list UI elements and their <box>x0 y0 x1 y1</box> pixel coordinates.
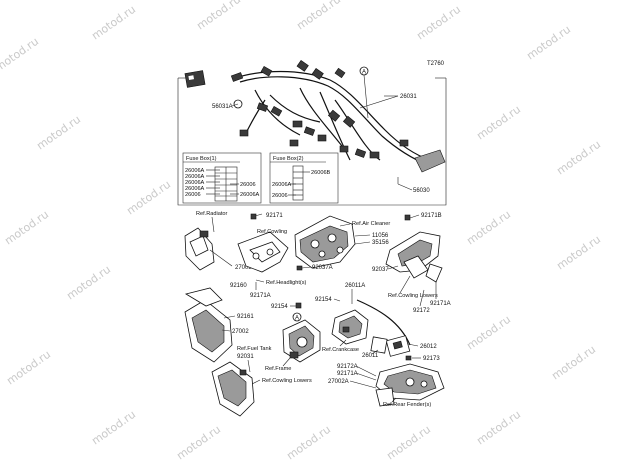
ecu-module <box>414 149 446 173</box>
ref-rear-fenders: Ref.Rear Fender(s) <box>383 402 431 408</box>
watermark: motod.ru <box>89 3 138 43</box>
cowling-lower-left <box>211 361 255 417</box>
watermark: motod.ru <box>474 408 523 448</box>
label-92171a-left: 92171A <box>250 293 271 299</box>
harness-frame <box>177 78 447 206</box>
fuse-box-1-label: 26006A <box>185 180 205 186</box>
ref-cowling: Ref.Cowling <box>257 229 287 235</box>
ref-fuel-tank: Ref.Fuel Tank <box>237 346 272 352</box>
watermark: motod.ru <box>64 263 113 303</box>
label-92037: 92037 <box>372 267 389 273</box>
relay-26012 <box>385 335 411 357</box>
relay-26011 <box>370 336 388 354</box>
bracket-27003 <box>184 227 233 271</box>
watermark: motod.ru <box>284 423 333 463</box>
ref-radiator: Ref.Radiator <box>196 211 228 217</box>
label-26012: 26012 <box>420 344 437 350</box>
watermark: motod.ru <box>414 3 463 43</box>
fuse-box-icon <box>184 70 206 88</box>
fuse-box-1-label: 26006A <box>240 192 260 198</box>
label-92154-right: 92154 <box>315 297 332 303</box>
ref-frame: Ref.Frame <box>265 366 291 372</box>
ecu-bracket-assembly: A <box>282 312 321 363</box>
fuse-box-2-label: 26006A <box>272 182 292 188</box>
label-92171a-bottom: 92171A <box>337 371 358 377</box>
side-cover-27002 <box>184 287 233 363</box>
watermark: motod.ru <box>384 423 433 463</box>
sensor-assembly <box>331 309 369 345</box>
label-92160: 92160 <box>230 283 247 289</box>
label-56031a: 56031A <box>212 104 233 110</box>
callout-a-label: A <box>362 70 366 76</box>
fuse-box-1-label: 26006 <box>240 182 256 188</box>
label-27003: 27003 <box>235 265 252 271</box>
label-92173: 92173 <box>423 356 440 362</box>
label-92031: 92031 <box>237 354 254 360</box>
watermark: motod.ru <box>464 313 513 353</box>
fuse-box-1: Fuse Box(1) 26006A 26006A 26006A 26006A … <box>182 152 262 204</box>
label-26031: 26031 <box>400 94 417 100</box>
watermark: motod.ru <box>2 208 51 248</box>
watermark: motod.ru <box>464 208 513 248</box>
fuse-box-2: Fuse Box(2) 26006B 26006A 26006 <box>269 152 339 204</box>
watermark: motod.ru <box>124 178 173 218</box>
cowling-bracket <box>237 231 289 273</box>
watermark: motod.ru <box>4 348 53 388</box>
label-35156: 35156 <box>372 240 389 246</box>
rear-bracket-assembly <box>375 363 445 407</box>
watermark: motod.ru <box>174 423 223 463</box>
label-26011a: 26011A <box>345 283 365 289</box>
label-92172: 92172 <box>413 308 430 314</box>
label-92172a: 92172A <box>337 364 358 370</box>
label-92171a-right: 92171A <box>430 301 451 307</box>
fuse-box-1-title: Fuse Box(1) <box>186 156 217 162</box>
ref-cowling-lowers-right: Ref.Cowling Lowers <box>388 293 438 299</box>
watermark: motod.ru <box>89 408 138 448</box>
fuse-box-1-label: 26006A <box>185 186 205 192</box>
diagram-code: T2760 <box>427 61 445 67</box>
ref-cowling-lowers-left: Ref.Cowling Lowers <box>262 378 312 384</box>
throttle-body-assembly <box>294 215 356 269</box>
fuse-box-1-label: 26006 <box>185 192 201 198</box>
watermark: motod.ru <box>0 35 41 75</box>
label-92037a: 92037A <box>312 265 333 271</box>
cowling-lower-right <box>385 231 443 283</box>
label-92171b: 92171B <box>421 213 442 219</box>
label-92161: 92161 <box>237 314 254 320</box>
watermark: motod.ru <box>474 103 523 143</box>
label-11056: 11056 <box>372 233 389 239</box>
label-26011: 26011 <box>362 353 379 359</box>
fuse-box-2-title: Fuse Box(2) <box>273 156 304 162</box>
callout-a-lower <box>292 312 302 322</box>
fuse-box-2-label: 26006 <box>272 193 288 199</box>
fuse-box-1-label: 26006A <box>185 174 205 180</box>
watermark: motod.ru <box>554 138 603 178</box>
ref-air-cleaner: Ref.Air Cleaner <box>352 221 390 227</box>
watermark: motod.ru <box>194 0 243 32</box>
watermark: motod.ru <box>549 343 598 383</box>
callout-a-lower-label: A <box>295 316 299 322</box>
ref-headlight: Ref.Headlight(s) <box>266 280 307 286</box>
watermark: motod.ru <box>554 233 603 273</box>
watermark: motod.ru <box>524 23 573 63</box>
label-27002a: 27002A <box>328 379 349 385</box>
label-27002: 27002 <box>232 329 249 335</box>
watermark: motod.ru <box>294 0 343 32</box>
lead-wire <box>356 299 411 346</box>
ref-crankcase: Ref.Crankcase <box>322 347 359 353</box>
label-92154-left: 92154 <box>271 304 288 310</box>
harness-group: A 26031 56031A 56030 <box>177 60 447 206</box>
fuse-box-2-label: 26006B <box>311 170 331 176</box>
fuse-box-1-label: 26006A <box>185 168 205 174</box>
watermark: motod.ru <box>34 113 83 153</box>
fuse-box-2-block <box>292 165 304 201</box>
label-92171: 92171 <box>266 213 283 219</box>
label-56030: 56030 <box>413 188 430 194</box>
